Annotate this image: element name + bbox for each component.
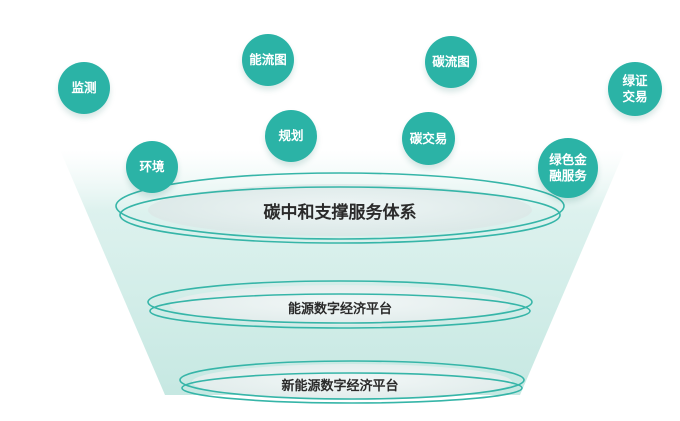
node-monitoring: 监测 [58,62,110,114]
layer-ring-mid-outer [147,280,533,324]
layer-ring-top-outer [115,172,565,240]
node-carbon-trading: 碳交易 [402,112,455,165]
node-carbon-flow: 碳流图 [425,36,477,88]
node-environment: 环境 [126,141,178,193]
node-energy-flow: 能流图 [242,34,294,86]
layer-ring-mid-inner [149,293,531,329]
layer-disc-top [148,184,532,236]
layer-label-new-energy-platform: 新能源数字经济平台 [281,379,399,394]
layer-disc-bot [192,364,512,400]
layer-label-energy-platform: 能源数字经济平台 [287,302,392,317]
node-green-cert-trading: 绿证 交易 [608,62,662,116]
layer-ring-bot-outer [179,360,525,400]
node-green-finance: 绿色金 融服务 [538,138,598,198]
layer-label-carbon-neutral-system: 碳中和支撑服务体系 [263,203,417,223]
layer-ring-bot-inner [181,372,523,404]
layer-ring-top-inner [119,186,561,244]
node-planning: 规划 [265,110,317,162]
